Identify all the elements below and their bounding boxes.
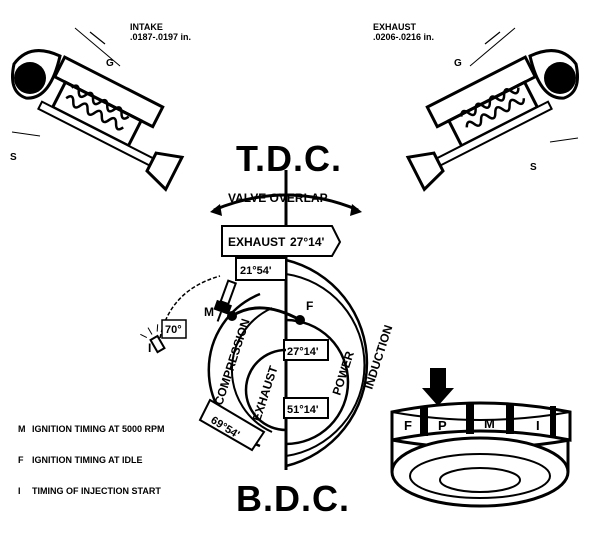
intake-valve-head: [145, 151, 185, 192]
induction-arc: [285, 258, 369, 468]
valve-overlap-arc: [213, 193, 359, 212]
intake-camshaft: [14, 62, 46, 94]
bdc-right-band: [283, 397, 329, 419]
intake-clearance: .0187-.0197 in.: [130, 32, 192, 42]
intake-s-label: S: [10, 152, 17, 163]
injection-angle-band: [161, 319, 187, 339]
legend-key-m: M: [18, 424, 26, 434]
valve-timing-diagram: VALVE OVERLAP EXHAUST 27°14' 21°54' INDU…: [140, 170, 395, 470]
exhaust-title: EXHAUST: [373, 22, 417, 32]
bdc-right-angle: 51°14': [287, 404, 319, 416]
exhaust-s-label: S: [530, 162, 537, 173]
legend-key-i: I: [18, 486, 21, 496]
tdc-label: T.D.C.: [236, 138, 343, 179]
intake-valve-diagram: G S: [10, 27, 185, 192]
injection-angle: 70°: [165, 324, 182, 336]
intake-open-band: [235, 257, 287, 281]
injector-nozzle-icon: [140, 324, 166, 354]
exhaust-close-angle: 27°14': [290, 235, 324, 249]
valve-overlap-label: VALVE OVERLAP: [228, 191, 328, 205]
exhaust-arc-label: EXHAUST: [228, 235, 286, 249]
mark-m-label: M: [204, 305, 214, 319]
mark-i-label: I: [148, 341, 151, 355]
spark-plug-icon: [213, 279, 238, 322]
timing-pointer-icon: [422, 368, 454, 406]
exhaust-valve-head: [405, 151, 445, 192]
pulley-mark-i: I: [536, 418, 540, 433]
bdc-label: B.D.C.: [236, 478, 350, 519]
power-label: POWER: [330, 349, 357, 397]
exhaust-inner-arc: [244, 348, 287, 432]
crankshaft-pulley-diagram: F P M I: [390, 368, 572, 508]
exhaust-valve-diagram: G S: [405, 27, 579, 192]
pulley-mark-p: P: [438, 418, 447, 433]
exhaust-inner-label: EXHAUST: [250, 363, 281, 422]
exhaust-g-label: G: [454, 58, 462, 69]
pulley-hub: [439, 467, 521, 493]
exhaust-clearance: .0206-.0216 in.: [373, 32, 435, 42]
exhaust-camshaft: [544, 62, 576, 94]
legend-key-f: F: [18, 455, 24, 465]
bdc-left-band: [198, 398, 266, 452]
mark-f-label: F: [306, 299, 313, 313]
legend-text-f: IGNITION TIMING AT IDLE: [32, 455, 143, 465]
pulley-mark-f: F: [404, 418, 412, 433]
intake-g-label: G: [106, 58, 114, 69]
exhaust-close-band: [221, 225, 342, 257]
intake-open-angle: 21°54': [240, 265, 272, 277]
intake-title: INTAKE: [130, 22, 163, 32]
legend-text-i: TIMING OF INJECTION START: [32, 486, 161, 496]
power-angle: 27°14': [287, 346, 319, 358]
pulley-rim: [390, 401, 572, 442]
pulley-mark-m: M: [484, 416, 495, 431]
power-arc: [285, 318, 350, 446]
legend-text-m: IGNITION TIMING AT 5000 RPM: [32, 424, 165, 434]
